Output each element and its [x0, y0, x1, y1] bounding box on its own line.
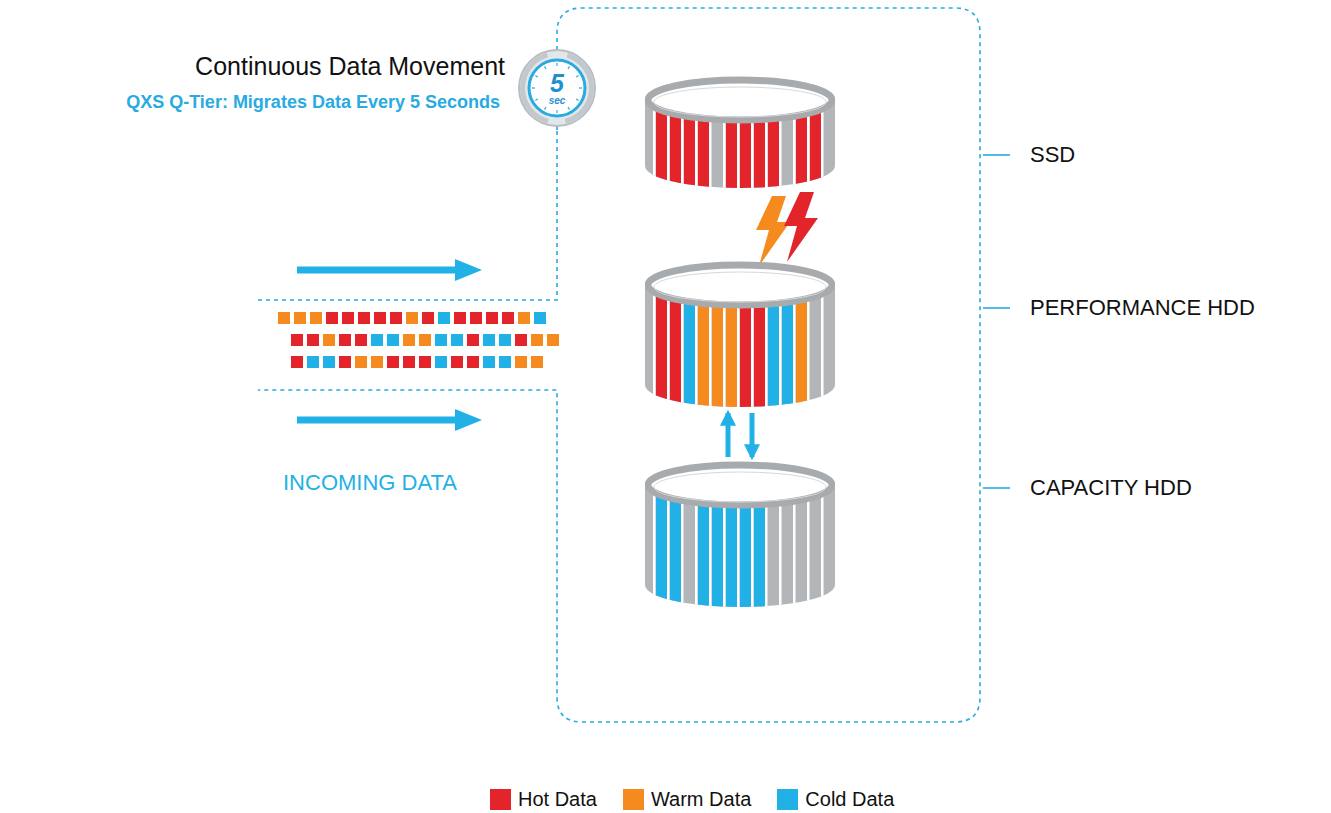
flow-arrowhead	[455, 409, 482, 431]
timer-number: 5	[550, 71, 564, 96]
data-block	[419, 356, 431, 368]
data-block	[483, 334, 495, 346]
data-block	[323, 356, 335, 368]
legend-swatch	[490, 789, 511, 810]
lightning-bolt	[784, 192, 818, 262]
data-block	[339, 334, 351, 346]
data-block	[470, 312, 482, 324]
data-block	[374, 312, 386, 324]
data-block	[355, 356, 367, 368]
data-block	[499, 356, 511, 368]
label-ticks	[983, 155, 1010, 488]
legend-item: Hot Data	[490, 788, 597, 811]
legend-text: Cold Data	[805, 788, 894, 811]
data-block	[518, 312, 530, 324]
data-block	[403, 334, 415, 346]
data-block	[499, 334, 511, 346]
label-tick	[983, 307, 1010, 309]
tier-label: CAPACITY HDD	[1030, 475, 1192, 501]
data-block	[547, 334, 559, 346]
lightning-bolts	[756, 192, 818, 266]
data-block	[307, 334, 319, 346]
legend-text: Warm Data	[651, 788, 751, 811]
subheading-label: QXS Q-Tier: Migrates Data Every 5 Second…	[126, 92, 500, 113]
flow-arrow	[297, 417, 458, 424]
data-block	[422, 312, 434, 324]
tier-label: PERFORMANCE HDD	[1030, 295, 1255, 321]
data-block	[515, 334, 527, 346]
data-block	[355, 334, 367, 346]
data-block	[326, 312, 338, 324]
flow-arrow	[297, 267, 458, 274]
data-block	[371, 334, 383, 346]
incoming-flow	[278, 259, 559, 431]
data-block	[390, 312, 402, 324]
migration-arrows	[728, 413, 752, 457]
legend-swatch	[777, 789, 798, 810]
data-block	[486, 312, 498, 324]
storage-tier: CAPACITY HDD	[645, 459, 835, 611]
lightning-bolt	[756, 196, 790, 266]
data-block	[454, 312, 466, 324]
data-block	[531, 356, 543, 368]
arrow-from	[726, 413, 731, 457]
data-block	[342, 312, 354, 324]
data-block	[403, 356, 415, 368]
label-tick	[983, 487, 1010, 489]
data-block	[294, 312, 306, 324]
data-block	[278, 312, 290, 324]
data-block	[291, 334, 303, 346]
legend-item: Cold Data	[777, 788, 894, 811]
timer-unit: sec	[549, 96, 566, 106]
data-block	[358, 312, 370, 324]
data-block	[531, 334, 543, 346]
data-block	[387, 334, 399, 346]
data-block	[323, 334, 335, 346]
data-block	[307, 356, 319, 368]
data-block	[451, 356, 463, 368]
data-block	[438, 312, 450, 324]
tier-label: SSD	[1030, 142, 1075, 168]
data-block	[419, 334, 431, 346]
legend-swatch	[623, 789, 644, 810]
timer-icon: 5sec	[517, 48, 597, 128]
heading-label: Continuous Data Movement	[195, 52, 505, 81]
storage-tier: PERFORMANCE HDD	[645, 259, 835, 411]
data-block	[387, 356, 399, 368]
data-block	[502, 312, 514, 324]
data-block	[483, 356, 495, 368]
data-block	[339, 356, 351, 368]
legend-item: Warm Data	[623, 788, 751, 811]
data-block	[534, 312, 546, 324]
data-block	[406, 312, 418, 324]
tier-boundary	[258, 8, 980, 722]
data-block	[515, 356, 527, 368]
data-block	[291, 356, 303, 368]
data-block	[371, 356, 383, 368]
legend: Hot Data Warm Data Cold Data	[490, 788, 920, 811]
data-block	[451, 334, 463, 346]
flow-arrowhead	[455, 259, 482, 281]
data-block	[467, 356, 479, 368]
data-block	[435, 334, 447, 346]
arrow-to	[750, 413, 755, 457]
cylinder-shape	[645, 259, 835, 411]
data-block	[435, 356, 447, 368]
flow-label: INCOMING DATA	[283, 470, 457, 496]
storage-tier: SSD	[645, 74, 835, 192]
data-block	[310, 312, 322, 324]
label-tick	[983, 154, 1010, 156]
data-block	[467, 334, 479, 346]
cylinder-shape	[645, 459, 835, 611]
legend-text: Hot Data	[518, 788, 597, 811]
cylinder-shape	[645, 74, 835, 192]
